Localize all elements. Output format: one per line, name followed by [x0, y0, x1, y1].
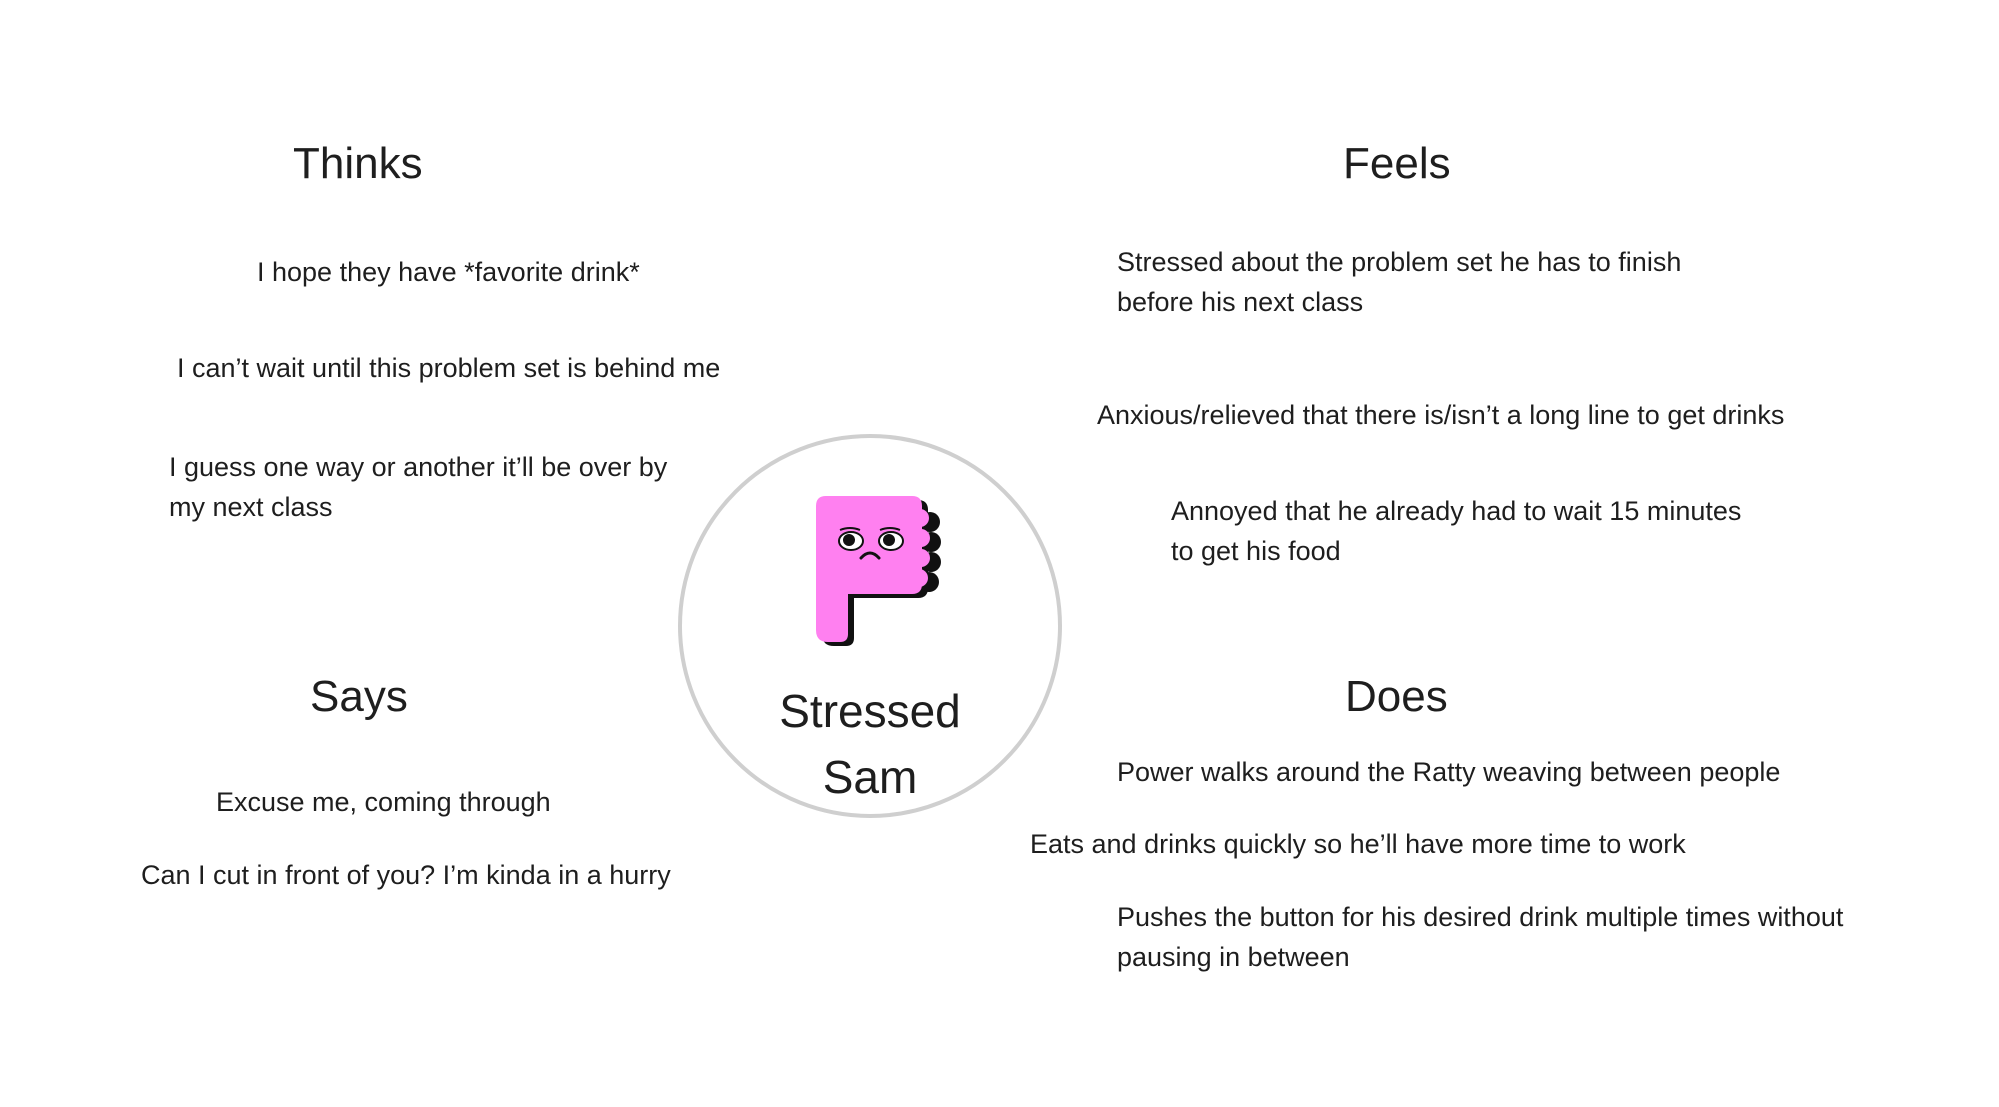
feels-note: Annoyed that he already had to wait 15 m…	[1171, 496, 1742, 526]
feels-heading: Feels	[1343, 139, 1451, 188]
does-note: Pushes the button for his desired drink …	[1117, 902, 1844, 932]
does-note: Power walks around the Ratty weaving bet…	[1117, 757, 1781, 787]
says-note: Can I cut in front of you? I’m kinda in …	[141, 860, 671, 890]
thinks-note: I hope they have *favorite drink*	[257, 257, 640, 287]
says-heading: Says	[310, 672, 408, 721]
feels-note: Anxious/relieved that there is/isn’t a l…	[1097, 400, 1785, 430]
does-note-continued: pausing in between	[1117, 942, 1350, 972]
persona-name: Stressed Sam	[720, 678, 1020, 810]
does-note: Eats and drinks quickly so he’ll have mo…	[1030, 829, 1686, 859]
feels-note-continued: to get his food	[1171, 536, 1341, 566]
feels-note: Stressed about the problem set he has to…	[1117, 247, 1682, 277]
persona-name-line2: Sam	[822, 751, 918, 803]
says-note: Excuse me, coming through	[216, 787, 551, 817]
thinks-note-continued: my next class	[169, 492, 333, 522]
persona-name-line1: Stressed	[779, 685, 961, 737]
thinks-heading: Thinks	[293, 139, 423, 188]
thumbs-down-face-icon	[816, 496, 941, 646]
does-heading: Does	[1345, 672, 1448, 721]
feels-note-continued: before his next class	[1117, 287, 1364, 317]
persona-circle	[678, 434, 1062, 818]
thinks-note: I can’t wait until this problem set is b…	[177, 353, 721, 383]
thinks-note: I guess one way or another it’ll be over…	[169, 452, 668, 482]
